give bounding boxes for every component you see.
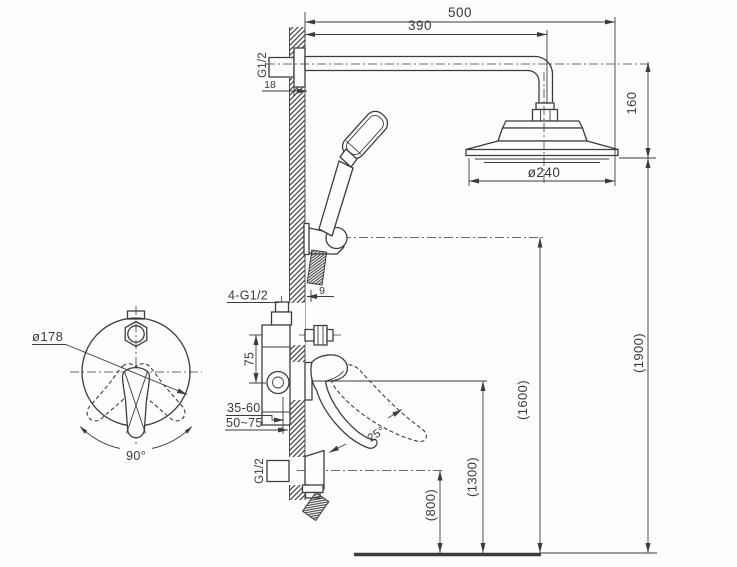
outlet-thread-label: G1/2 [254,458,266,484]
handle-cross-line-2 [126,371,148,434]
handle-tilted-dashed [329,363,427,443]
dim-500-label: 500 [448,5,472,20]
wall-section [288,27,306,500]
dim-9-label: 9 [319,285,325,297]
arm-wall-flange [293,47,306,88]
swing-angle-label: 90° [126,449,146,463]
outlet-stub [266,459,290,483]
handle-motion-arrow-up [387,409,403,419]
diverter-stem [126,310,146,320]
head-neck-lower [497,127,588,142]
depth-max-label: 50~75 [226,416,263,430]
head-neck-upper [501,120,584,129]
hand-shower-hose [306,249,328,286]
holder-wall-plate [303,222,310,256]
depth-min-label: 35-60 [227,401,260,415]
arm-inlet-stub [268,56,295,78]
dim-240-label: ø240 [528,165,561,180]
outlet-nut [301,484,324,494]
dimensions: 500 390 G1/2 18 ø240 160 (1900) (1600) (… [225,5,657,557]
dim-1600-label: (1600) [515,380,530,420]
connections-label: 4-G1/2 [228,289,268,303]
valve-cartridge-circle [266,370,290,395]
valve-top-port-nut [270,311,293,326]
dim-800-label: (800) [423,489,438,521]
valve-top-port-cap [274,301,290,313]
diverter-hex-nut [124,320,148,348]
dim-1900-label: (1900) [631,333,646,373]
dim-75-label: 75 [243,352,257,367]
mixer-front-view: 90° ø178 [32,306,202,463]
handle-position-left-dashed [127,363,186,422]
outlet-elbow [304,449,325,490]
shower-arm-pipe [304,55,554,104]
dim-160-label: 160 [624,92,639,115]
arm-thread-label: G1/2 [257,52,269,78]
swing-arc-arrow-left [79,425,88,434]
side-port-nut [313,324,328,346]
head-connector-nut [531,108,559,122]
dim-18-label: 18 [264,79,276,91]
diverter-circle [127,325,145,343]
hand-shower-handle [318,160,354,237]
dim-390-label: 390 [408,18,432,33]
hose-outlet-assembly [266,449,444,522]
handle-side-view [310,354,378,449]
head-connector-top [535,102,555,111]
outlet-hose [301,491,330,522]
handle-cross-line-1 [124,371,146,434]
head-cone [465,140,619,151]
hand-shower-assembly [303,110,545,286]
mixer-valve-assembly: 25° [261,296,427,453]
shower-arm-assembly [266,47,652,186]
dim-1300-label: (1300) [465,457,480,497]
handle-motion-arrow-down [328,443,347,453]
trim-diameter-leader [65,344,188,395]
swing-arc-arrow-right [184,425,193,434]
depth-min-leader [226,415,284,423]
wall-hatch [289,27,305,500]
trim-diameter-label: ø178 [32,329,63,344]
